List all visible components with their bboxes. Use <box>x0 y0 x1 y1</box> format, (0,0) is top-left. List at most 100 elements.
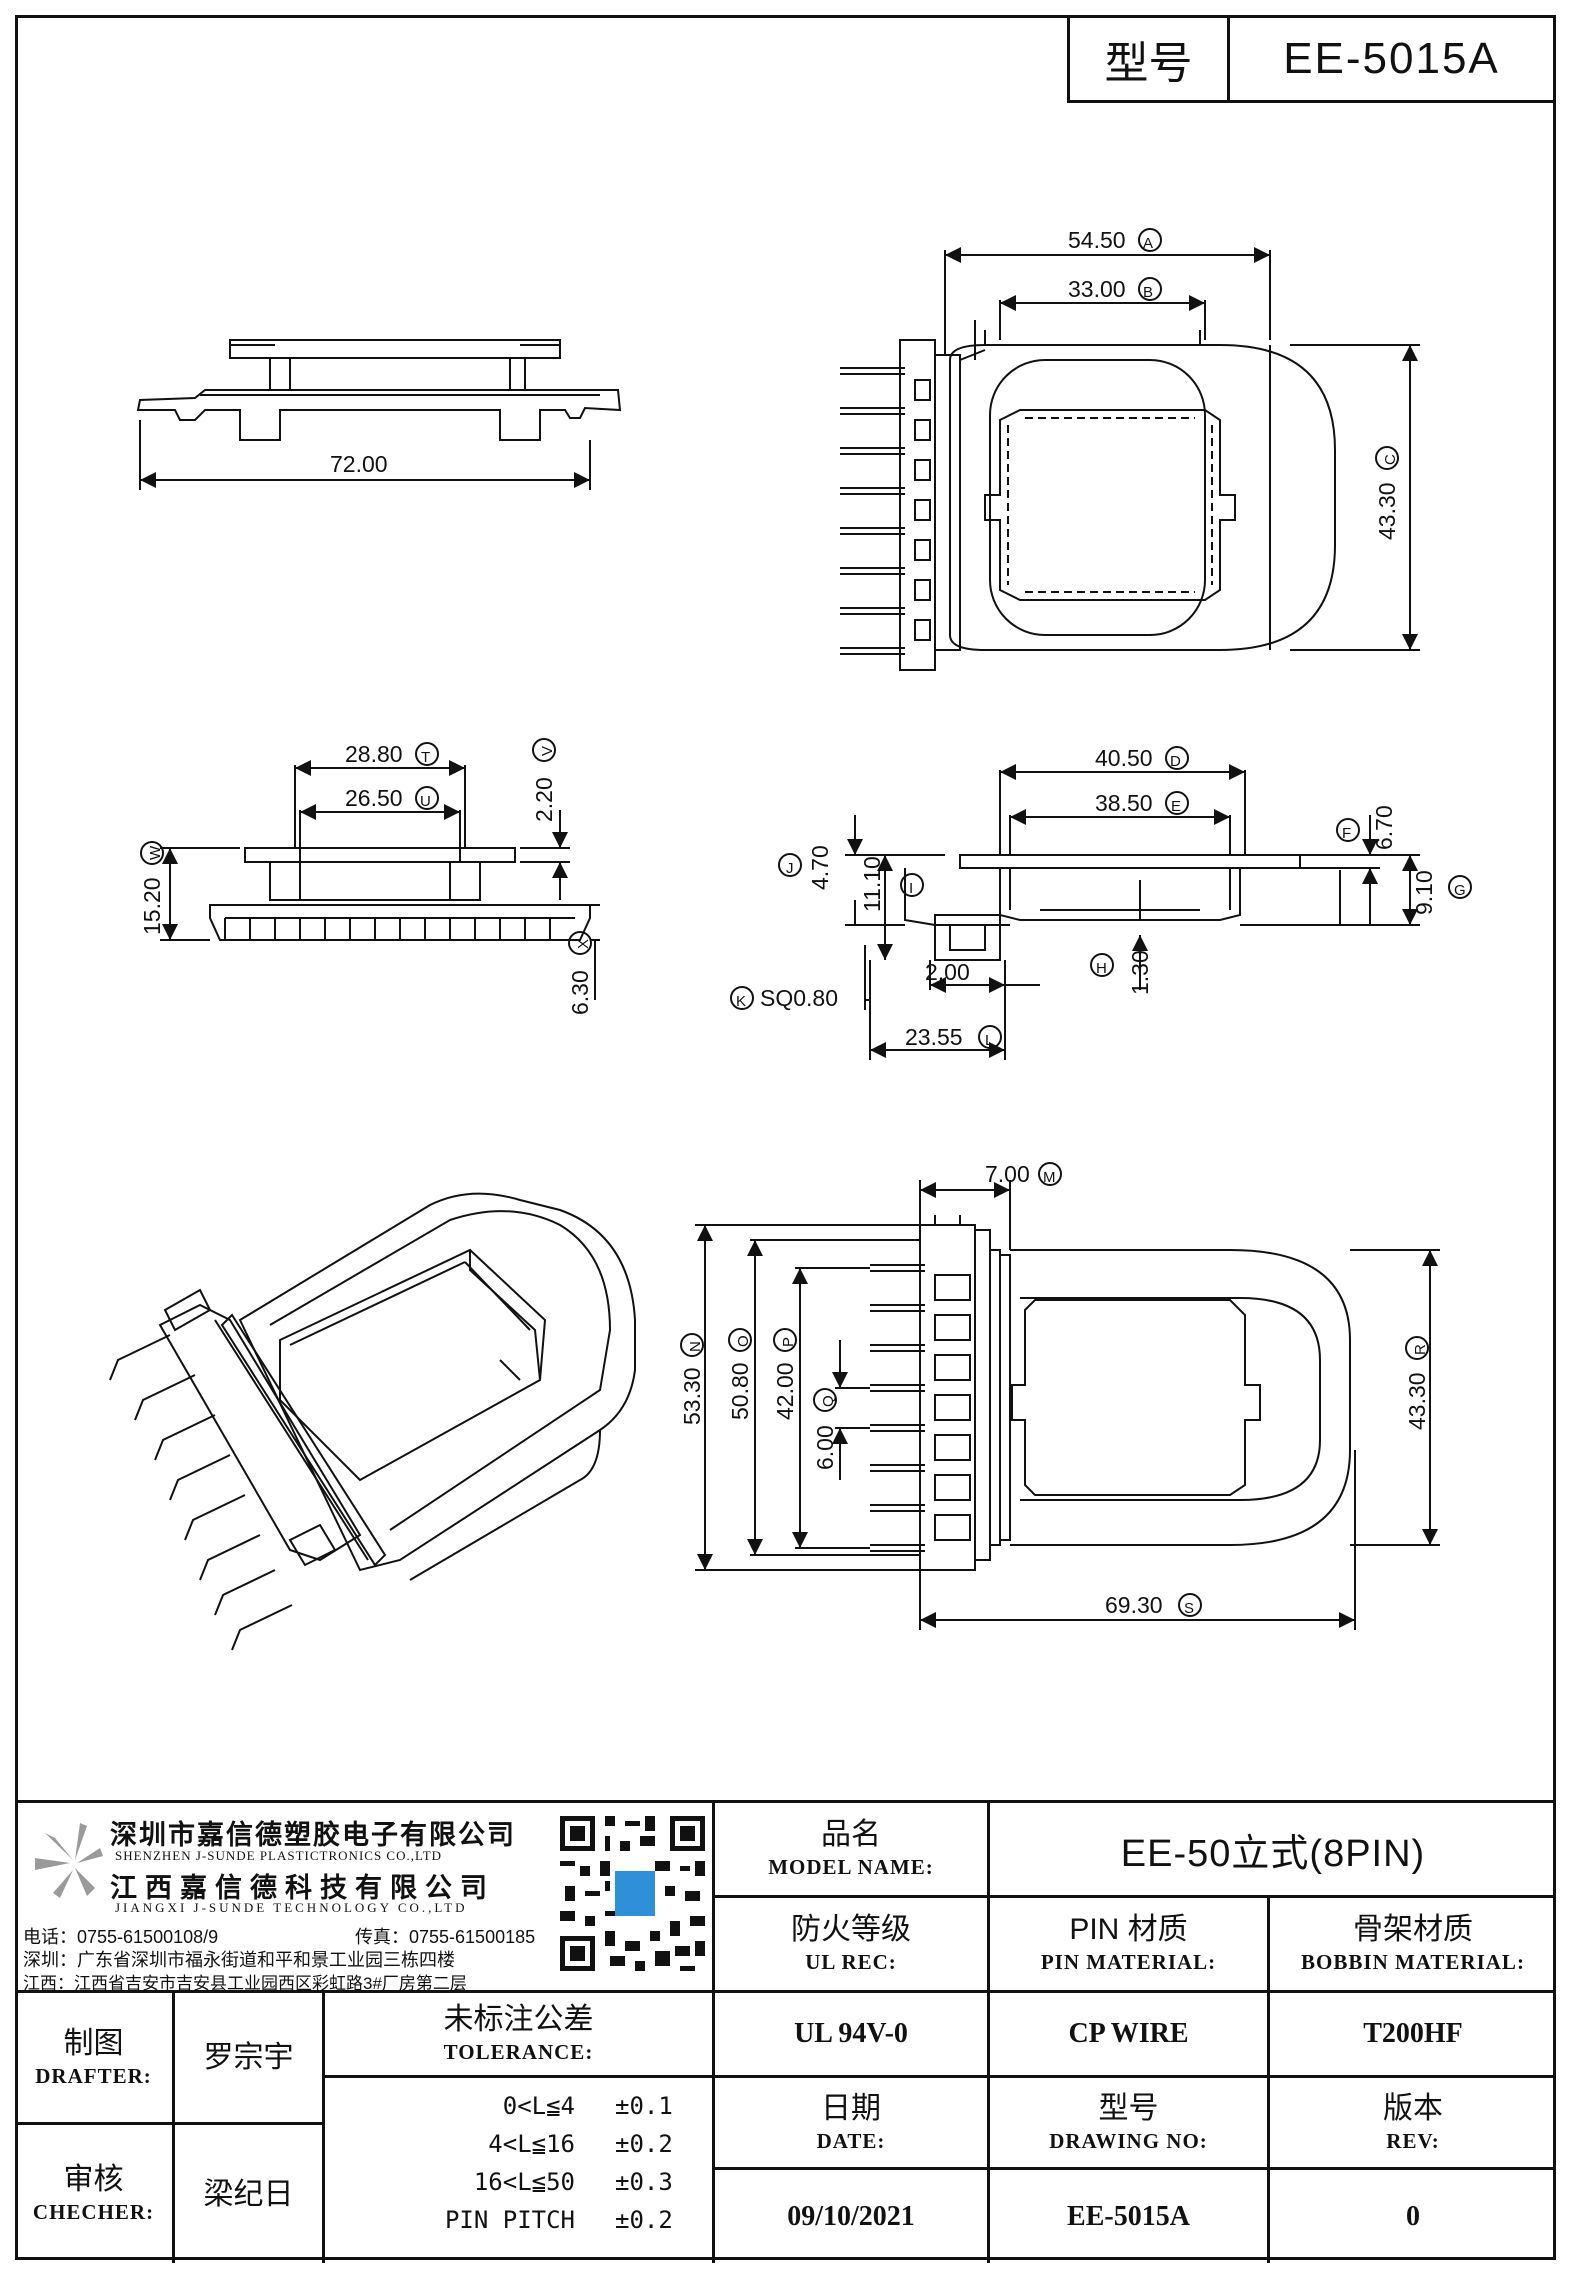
dim-x: 6.30 <box>567 970 593 1015</box>
tolerance-table: 0<L≦4 ±0.1 4<L≦16 ±0.2 16<L≦50 ±0.3 PIN … <box>325 2078 715 2263</box>
bobbin-value: T200HF <box>1363 2018 1463 2049</box>
marker-x: X <box>575 939 592 949</box>
model-header-box: 型号 EE-5015A <box>1067 18 1553 103</box>
front-view-middle-left <box>160 760 600 1000</box>
model-name-value: EE-50立式(8PIN) <box>1120 1832 1426 1875</box>
model-header-value: EE-5015A <box>1230 18 1553 100</box>
marker-g: G <box>1454 882 1466 899</box>
dim-i: 11.10 <box>859 856 885 912</box>
dim-r: 43.30 <box>1404 1372 1430 1430</box>
marker-e: E <box>1171 798 1181 815</box>
dim-t: 28.80 <box>345 741 403 767</box>
company-name-jx-en: JIANGXI J-SUNDE TECHNOLOGY CO.,LTD <box>115 1900 468 1915</box>
date-cn: 日期 <box>821 2091 881 2125</box>
date-label-cell: 日期 DATE: <box>715 2078 990 2170</box>
side-view-top-left <box>136 339 622 490</box>
tol-range-4: PIN PITCH <box>444 2206 575 2234</box>
marker-b: B <box>1143 284 1153 301</box>
tol-value-2: ±0.2 <box>615 2130 673 2158</box>
drawno-value-cell: EE-5015A <box>990 2170 1270 2263</box>
company-name-sz-en: SHENZHEN J-SUNDE PLASTICTRONICS CO.,LTD <box>115 1848 443 1863</box>
checker-label-cell: 审核 CHECHER: <box>15 2125 175 2263</box>
tol-range-2: 4<L≦16 <box>488 2130 575 2158</box>
ul-value: UL 94V-0 <box>794 2018 908 2049</box>
marker-i: I <box>909 880 913 897</box>
marker-k: K <box>736 993 746 1010</box>
dim-c: 43.30 <box>1374 482 1400 540</box>
dim-u: 26.50 <box>345 785 403 811</box>
drawing-frame <box>15 15 1556 2260</box>
dim-j: 4.70 <box>807 845 833 890</box>
model-name-en: MODEL NAME: <box>768 1855 934 1879</box>
tolerance-en: TOLERANCE: <box>443 2040 594 2064</box>
dim-l: 23.55 <box>905 1024 963 1050</box>
company-fax: 传真：0755-61500185 <box>355 1927 536 1947</box>
tol-value-1: ±0.1 <box>615 2092 673 2120</box>
technical-drawing: 72.00 54.50 A 33.00 B 43.30 C 28.80 T 26… <box>109 227 1472 1651</box>
model-value-text: EE-5015A <box>1283 34 1500 83</box>
pin-label-cell: PIN 材质 PIN MATERIAL: <box>990 1898 1270 1993</box>
checker-cn: 审核 <box>63 2163 124 2196</box>
dim-v: 2.20 <box>531 777 557 822</box>
marker-c: C <box>1382 454 1399 465</box>
company-address-jx: 江西：江西省吉安市吉安县工业园西区彩虹路3#厂房第二层 <box>23 1974 467 1993</box>
company-name-sz: 深圳市嘉信德塑胶电子有限公司 <box>110 1820 516 1850</box>
company-address-sz: 深圳：广东省深圳市福永街道和平和景工业园三栋四楼 <box>23 1950 455 1970</box>
marker-v: V <box>539 746 556 756</box>
marker-f: F <box>1342 825 1351 842</box>
drafter-en: DRAFTER: <box>35 2063 152 2088</box>
pin-value-cell: CP WIRE <box>990 1993 1270 2078</box>
top-view-top-right <box>840 247 1420 671</box>
dim-a: 54.50 <box>1068 227 1126 253</box>
rev-value-cell: 0 <box>1270 2170 1556 2263</box>
checker-en: CHECHER: <box>32 2200 155 2224</box>
pin-value: CP WIRE <box>1068 2018 1189 2049</box>
model-name-label-cell: 品名 MODEL NAME: <box>715 1803 990 1898</box>
dim-m: 7.00 <box>985 1161 1030 1187</box>
model-header-label: 型号 <box>1070 18 1230 100</box>
date-value-cell: 09/10/2021 <box>715 2170 990 2263</box>
drafter-value: 罗宗宇 <box>203 2041 294 2074</box>
rev-value: 0 <box>1406 2200 1420 2232</box>
drawno-cn: 型号 <box>1098 2091 1159 2125</box>
dim-q: 6.00 <box>812 1425 838 1470</box>
dim-w: 15.20 <box>139 877 165 935</box>
dim-p: 42.00 <box>772 1362 798 1420</box>
dim-d: 40.50 <box>1095 745 1153 771</box>
checker-value-cell: 梁纪日 <box>175 2125 325 2263</box>
marker-l: L <box>985 1032 993 1049</box>
company-info: 深圳市嘉信德塑胶电子有限公司 SHENZHEN J-SUNDE PLASTICT… <box>15 1803 715 1993</box>
rev-label-cell: 版本 REV: <box>1270 2078 1556 2170</box>
rev-cn: 版本 <box>1383 2091 1443 2125</box>
ul-cn: 防火等级 <box>791 1913 911 1946</box>
date-value: 09/10/2021 <box>787 2200 915 2232</box>
marker-a: A <box>1143 235 1153 252</box>
ul-en: UL REC: <box>805 1950 897 1974</box>
tol-range-3: 16<L≦50 <box>473 2168 575 2196</box>
tol-range-1: 0<L≦4 <box>502 2092 575 2120</box>
company-name-jx: 江西嘉信德科技有限公司 <box>110 1873 495 1903</box>
tolerance-header-cell: 未标注公差 TOLERANCE: <box>325 1993 715 2078</box>
dim-o: 50.80 <box>727 1362 753 1420</box>
marker-q: Q <box>820 1395 837 1407</box>
drawno-value: EE-5015A <box>1067 2200 1190 2232</box>
pin-cn: PIN 材质 <box>1069 1913 1188 1946</box>
pin-en: PIN MATERIAL: <box>1040 1950 1217 1974</box>
dim-h: 1.30 <box>1127 950 1153 995</box>
dim-s: 69.30 <box>1105 1592 1163 1618</box>
marker-p: P <box>780 1337 797 1347</box>
ul-value-cell: UL 94V-0 <box>715 1993 990 2078</box>
marker-d: D <box>1170 753 1181 770</box>
date-en: DATE: <box>816 2128 886 2153</box>
dim-e: 38.50 <box>1095 790 1153 816</box>
marker-u: U <box>420 793 431 810</box>
model-name-value-cell: EE-50立式(8PIN) <box>990 1803 1556 1898</box>
marker-n: N <box>687 1341 704 1352</box>
marker-j: J <box>786 860 794 877</box>
drafter-value-cell: 罗宗宇 <box>175 1993 325 2125</box>
model-name-cn: 品名 <box>821 1818 881 1851</box>
bobbin-cn: 骨架材质 <box>1353 1913 1473 1946</box>
marker-m: M <box>1043 1169 1056 1186</box>
dim-n: 53.30 <box>679 1367 705 1425</box>
dim-72: 72.00 <box>330 451 388 477</box>
